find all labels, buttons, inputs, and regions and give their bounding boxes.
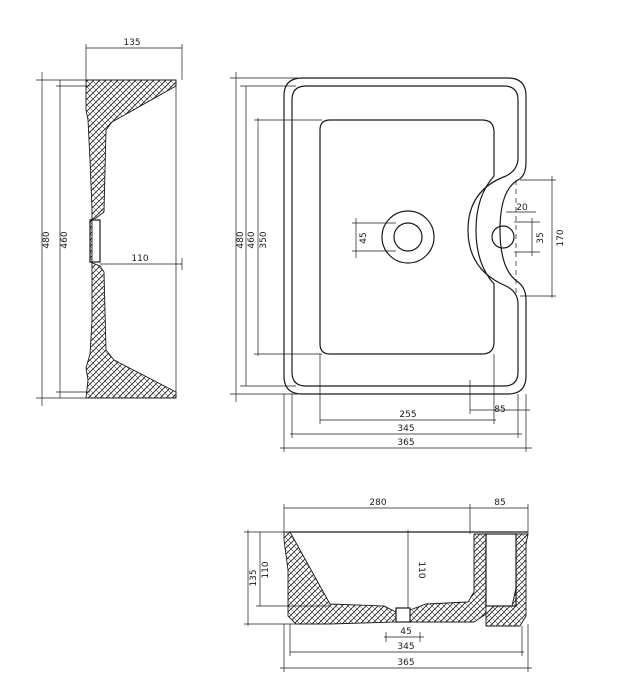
side-section-profile	[85, 79, 177, 399]
plan-drain-inner	[393, 222, 423, 252]
front-drain	[395, 607, 411, 623]
plan-drain-outer	[381, 210, 435, 264]
front-bottom-section	[409, 533, 487, 623]
front-dim-135-label: 135	[249, 569, 259, 586]
plan-rim-outline	[291, 85, 519, 387]
front-dim-110-center-label: 110	[416, 561, 426, 578]
front-dim-280-label: 280	[369, 498, 386, 508]
front-right-section	[485, 533, 529, 627]
plan-dim-345-label: 345	[397, 424, 414, 434]
plan-dim-20-label: 20	[516, 203, 528, 213]
front-dim-345-label: 345	[397, 642, 414, 652]
plan-dim-365-label: 365	[397, 438, 414, 448]
plan-dim-170-label: 170	[556, 229, 566, 246]
plan-dim-255-label: 255	[399, 410, 416, 420]
plan-dim-45-label: 45	[359, 232, 369, 243]
side-dim-480-label: 480	[42, 231, 52, 248]
side-dim-460-label: 460	[60, 231, 70, 248]
plan-tap-hole	[491, 225, 515, 249]
front-view: 280 85 135 110 110 45 345 365	[244, 498, 532, 672]
plan-dim-460-label: 460	[247, 231, 257, 248]
plan-basin-outline	[319, 119, 495, 355]
side-drain-neck	[89, 219, 101, 263]
plan-view: 480 460 350 45 20 35 170 255	[230, 72, 566, 452]
front-dim-85-label: 85	[494, 498, 505, 508]
side-dim-135-label: 135	[123, 38, 140, 48]
plan-dim-480-label: 480	[236, 231, 246, 248]
front-dim-365-label: 365	[397, 658, 414, 668]
plan-dim-35-label: 35	[536, 232, 546, 243]
side-view: 135 480 460 110	[36, 38, 183, 406]
front-left-section	[283, 531, 397, 625]
plan-outer-outline	[283, 77, 527, 395]
side-dim-110-label: 110	[131, 254, 148, 264]
plan-dim-350-label: 350	[259, 231, 269, 248]
front-deck-cavity	[485, 533, 517, 607]
plan-dim-85-label: 85	[494, 405, 505, 415]
front-dim-45-label: 45	[400, 627, 411, 637]
front-dim-110-left-label: 110	[261, 561, 271, 578]
